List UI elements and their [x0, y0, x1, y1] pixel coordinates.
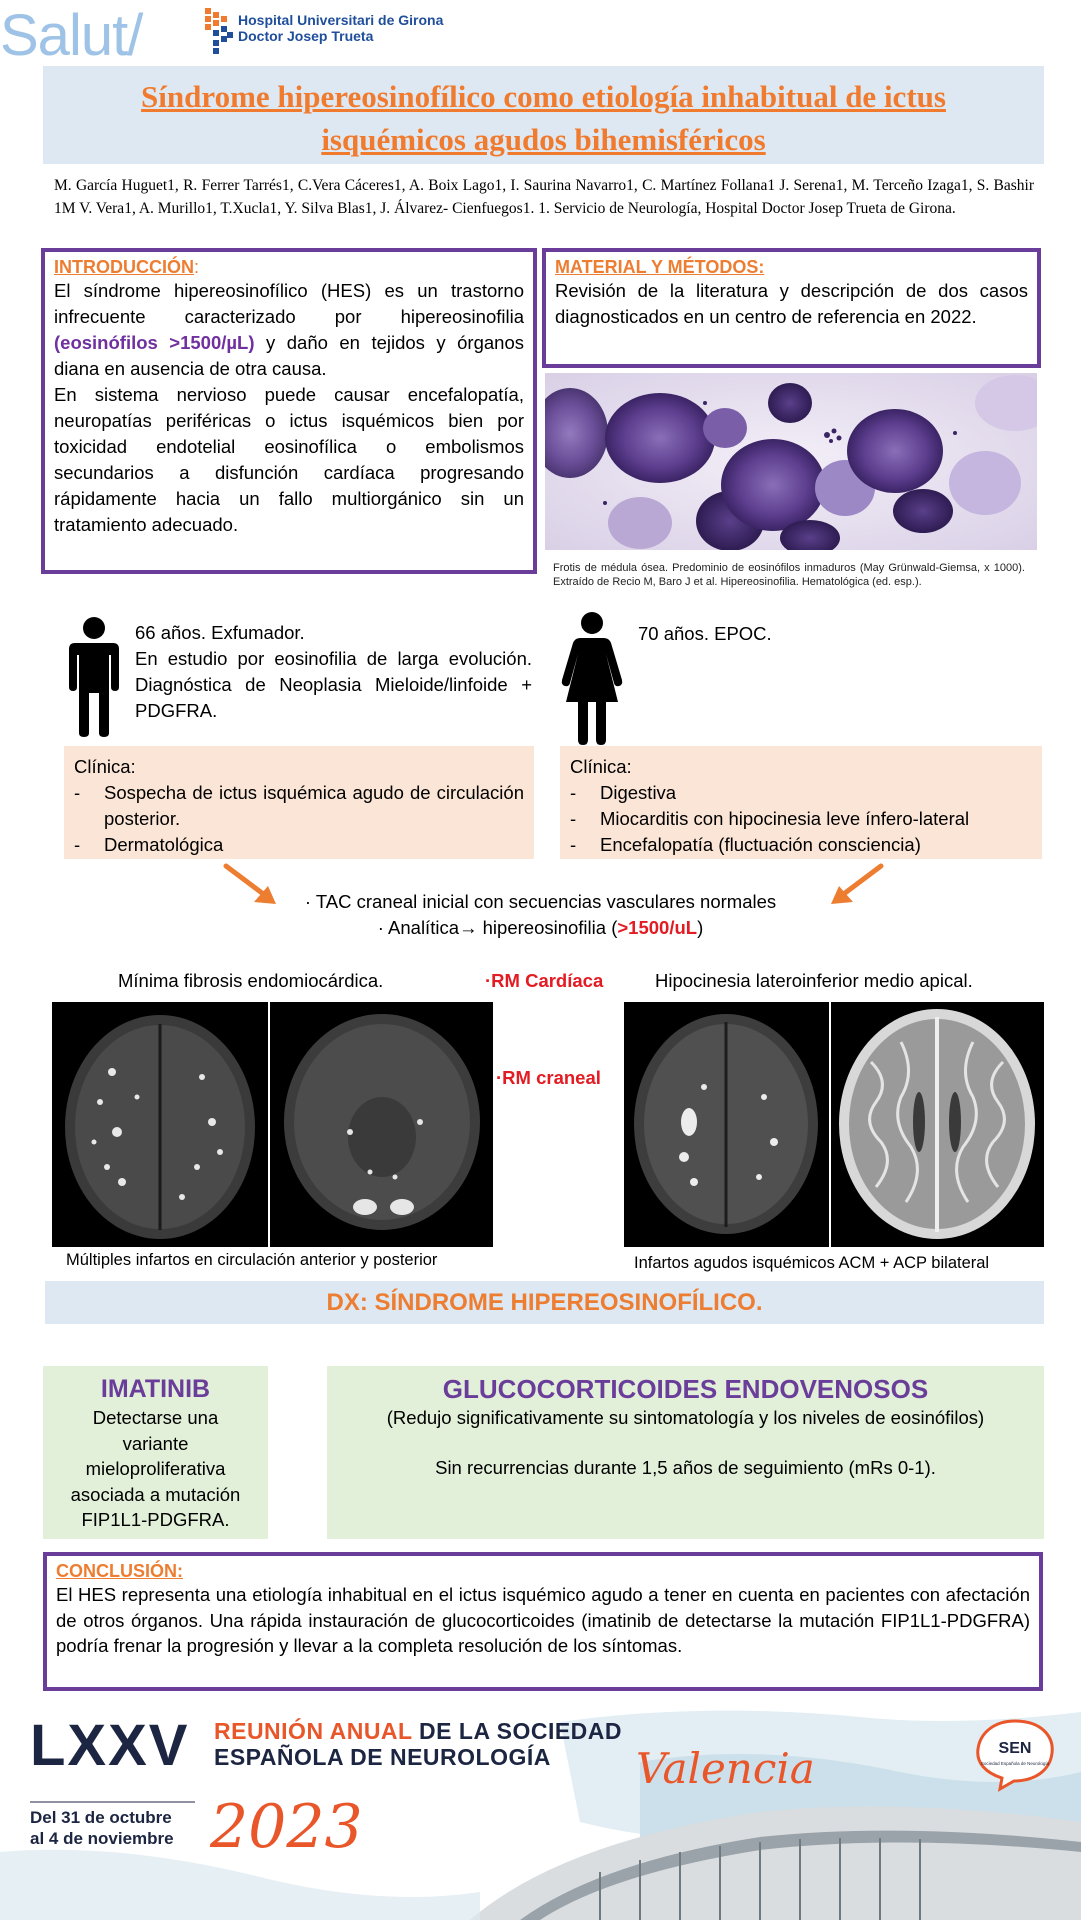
conclusion-box: CONCLUSIÓN: El HES representa una etiolo… [43, 1552, 1043, 1691]
sen-logo-icon: SEN Sociedad Española de Neurología [976, 1719, 1054, 1792]
list-item: -Digestiva [570, 780, 1032, 806]
congress-dates: Del 31 de octubre al 4 de noviembre [30, 1807, 174, 1849]
list-item-text: Miocarditis con hipocinesia leve ínfero-… [600, 808, 970, 829]
list-item-text: Encefalopatía (fluctuación consciencia) [600, 834, 921, 855]
imatinib-box: IMATINIB Detectarse una variante mielopr… [43, 1366, 268, 1539]
rm-craneal-text: RM craneal [502, 1067, 601, 1088]
hospital-logo-icon [205, 8, 233, 54]
rm-cardiaca-bullet: · [485, 970, 492, 991]
list-item-text: Sospecha de ictus isquémica agudo de cir… [104, 782, 524, 829]
hospital-name-line2: Doctor Josep Trueta [238, 28, 374, 44]
congress-city: Valencia [636, 1744, 815, 1793]
patient2-description: 70 años. EPOC. [638, 623, 772, 644]
glucocorticoids-box: GLUCOCORTICOIDES ENDOVENOSOS (Redujo sig… [327, 1366, 1044, 1539]
smear-caption: Frotis de médula ósea. Predominio de eos… [553, 562, 1025, 588]
arrow-right-icon: → [459, 917, 478, 938]
bone-marrow-smear-image [545, 373, 1037, 550]
list-item-text: Dermatológica [104, 834, 224, 855]
patient2-mri-caption: Infartos agudos isquémicos ACM + ACP bil… [634, 1254, 990, 1272]
eosinophil-value: >1500/uL [617, 917, 698, 938]
analitica-finding: · Analítica→ hipereosinofilia (>1500/uL) [0, 917, 1081, 939]
imatinib-line: FIP1L1-PDGFRA. [81, 1509, 230, 1530]
diagnosis-banner: DX: SÍNDROME HIPEREOSINOFÍLICO. [45, 1281, 1044, 1324]
list-item: -Dermatológica [74, 832, 524, 858]
patient1-description: 66 años. Exfumador. En estudio por eosin… [135, 620, 532, 724]
rm-cardiaca-label: ·RM Cardíaca [485, 970, 603, 992]
congress-name-line1: REUNIÓN ANUAL DE LA SOCIEDAD [214, 1718, 622, 1745]
congress-year: 2023 [210, 1792, 363, 1862]
male-patient-icon [69, 617, 119, 737]
patient1-clinica-box: Clínica: -Sospecha de ictus isquémica ag… [64, 746, 534, 859]
methods-title: MATERIAL Y MÉTODOS: [555, 257, 765, 277]
congress-banner-image [0, 1702, 1081, 1920]
mri-image-1 [52, 1002, 268, 1247]
eosinophil-threshold: (eosinófilos >1500/µL) [54, 332, 255, 353]
methods-box: MATERIAL Y MÉTODOS: Revisión de la liter… [542, 248, 1041, 368]
congress-date-line2: al 4 de noviembre [30, 1829, 174, 1848]
rm-craneal-bullet: · [496, 1067, 503, 1088]
imatinib-line: Detectarse una [92, 1407, 219, 1428]
introduction-p2: En sistema nervioso puede causar encefal… [54, 384, 524, 535]
hospital-name: Hospital Universitari de Girona Doctor J… [238, 12, 443, 44]
introduction-p1: El síndrome hipereosinofílico (HES) es u… [54, 278, 524, 382]
imatinib-line: variante [122, 1432, 189, 1454]
patient1-clinica-title: Clínica: [74, 756, 136, 777]
sen-logo-subtext: Sociedad Española de Neurología [981, 1761, 1050, 1766]
introduction-p1-start: El síndrome hipereosinofílico (HES) es u… [54, 280, 524, 327]
congress-name-line2: ESPAÑOLA DE NEUROLOGÍA [214, 1744, 551, 1770]
list-item: -Miocarditis con hipocinesia leve ínfero… [570, 806, 1032, 832]
introduction-title: INTRODUCCIÓN [54, 257, 194, 277]
congress-name-highlight: REUNIÓN ANUAL [214, 1718, 413, 1744]
congress-date-line1: Del 31 de octubre [30, 1808, 172, 1827]
hospital-name-line1: Hospital Universitari de Girona [238, 12, 444, 28]
introduction-title-suffix: : [194, 257, 200, 277]
rm-cardiaca-text: RM Cardíaca [491, 970, 604, 991]
patient1-mri-caption: Múltiples infartos en circulación anteri… [66, 1251, 438, 1269]
conclusion-text: El HES representa una etiología inhabitu… [56, 1584, 1030, 1656]
poster-title: Síndrome hipereosinofílico como etiologí… [43, 66, 1044, 164]
patient2-cardiac-caption: Hipocinesia lateroinferior medio apical. [655, 970, 973, 991]
analitica-close: ) [697, 917, 704, 938]
recurrence-text: Sin recurrencias durante 1,5 años de seg… [435, 1457, 936, 1478]
patient1-line2: En estudio por eosinofilia de larga evol… [135, 648, 532, 721]
analitica-label: · Analítica [377, 917, 459, 938]
title-line2: isquémicos agudos bihemisféricos [321, 122, 766, 157]
title-line1: Síndrome hipereosinofílico como etiologí… [141, 79, 946, 114]
mri-image-2 [270, 1002, 493, 1247]
female-patient-icon [561, 612, 623, 745]
patient1-line1: 66 años. Exfumador. [135, 622, 305, 643]
authors: M. García Huguet1, R. Ferrer Tarrés1, C.… [54, 177, 1034, 217]
mri-image-4 [831, 1002, 1044, 1247]
rm-craneal-label: ·RM craneal [496, 1067, 601, 1089]
salut-logo: Salut/ [0, 3, 143, 68]
introduction-box: INTRODUCCIÓN: El síndrome hipereosinofíl… [41, 248, 537, 574]
arrow-down-left-icon [831, 863, 884, 904]
list-item-text: Digestiva [600, 782, 677, 803]
list-item: -Encefalopatía (fluctuación consciencia) [570, 832, 1032, 858]
methods-text: Revisión de la literatura y descripción … [555, 280, 1028, 327]
congress-name-rest: DE LA SOCIEDAD [412, 1718, 622, 1744]
list-item: -Sospecha de ictus isquémica agudo de ci… [74, 780, 524, 832]
glucocorticoids-title: GLUCOCORTICOIDES ENDOVENOSOS [442, 1374, 929, 1404]
sen-logo-text: SEN [999, 1740, 1032, 1757]
arrow-down-right-icon [223, 863, 276, 904]
imatinib-line: asociada a mutación [70, 1483, 241, 1505]
analitica-text: hipereosinofilia ( [477, 917, 618, 938]
patient2-clinica-box: Clínica: -Digestiva -Miocarditis con hip… [560, 746, 1042, 859]
imatinib-title: IMATINIB [100, 1375, 211, 1403]
introduction-p1-end: y daño en tejidos y órganos diana en aus… [54, 332, 524, 379]
patient2-clinica-title: Clínica: [570, 756, 632, 777]
tac-finding: · TAC craneal inicial con secuencias vas… [304, 891, 777, 912]
imatinib-line: mieloproliferativa [85, 1458, 226, 1479]
mri-image-3 [624, 1002, 829, 1247]
congress-edition: LXXV [30, 1713, 190, 1778]
imatinib-text: Detectarse una variante mieloproliferati… [43, 1405, 268, 1533]
glucocorticoids-effect: (Redujo significativamente su sintomatol… [386, 1407, 985, 1428]
patient1-cardiac-caption: Mínima fibrosis endomiocárdica. [118, 970, 384, 991]
conclusion-title: CONCLUSIÓN: [56, 1561, 183, 1581]
